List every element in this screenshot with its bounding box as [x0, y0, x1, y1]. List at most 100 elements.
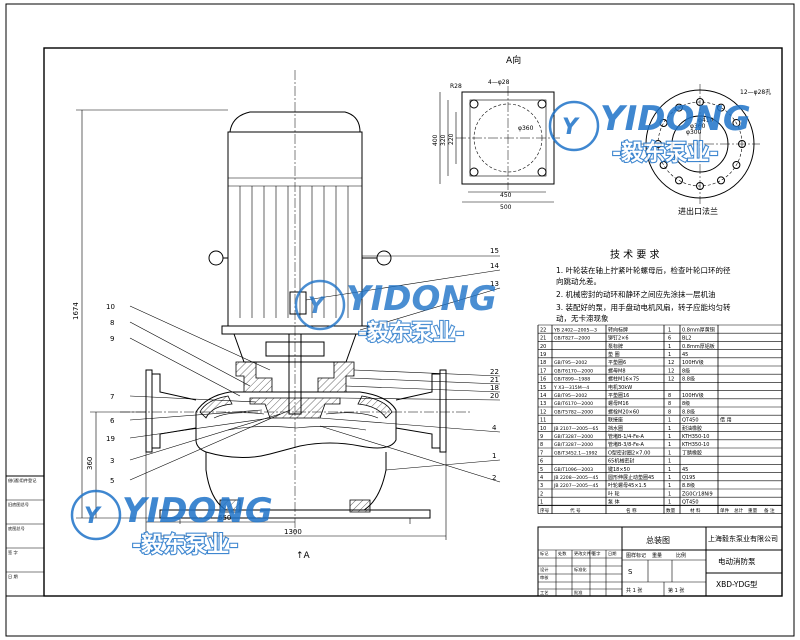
watermark-center: Y YIDONG -毅东泵业- — [294, 279, 497, 347]
tb-stage-s: S — [628, 568, 633, 576]
impeller — [249, 397, 341, 419]
parts-row-16-col-3: 12 — [668, 377, 674, 383]
parts-row-16-col-4: 8.8级 — [682, 376, 695, 383]
tb-company: 上海毅东泵业有限公司 — [708, 534, 778, 543]
tb-assembly: 总装图 — [646, 535, 670, 545]
parts-row-18-col-3: 12 — [668, 360, 674, 366]
a-view-hole-4 — [537, 167, 547, 177]
tech-requirements: 技 术 要 求 1. 叶轮装在轴上拧紧叶轮螺母后，检查叶轮口环的径 向跳动允差。… — [556, 248, 731, 323]
title-block: 标记 处数 更改文件号 签字 日期 设计 标准化 审核 工艺 批准 图样标记 重… — [537, 526, 783, 597]
parts-row-16-col-1: GB/T899—1988 — [554, 377, 590, 383]
tb-sheet-no: 第 1 张 — [668, 587, 684, 594]
tb-sheet-count: 共 1 张 — [626, 587, 642, 594]
parts-row-18-col-0: 18 — [540, 360, 546, 366]
tb-standard: 标准化 — [574, 566, 587, 573]
parts-row-3-col-2: 叶轮螺母45×1.5 — [608, 482, 647, 489]
pump-casing — [195, 391, 397, 459]
outlet-flange — [439, 369, 447, 453]
tech-note-1: 1. 叶轮装在轴上拧紧叶轮螺母后，检查叶轮口环的径 — [556, 265, 731, 275]
parts-row-6-col-0: 6 — [540, 459, 543, 465]
parts-row-10-col-2: 挡水圈 — [608, 425, 623, 432]
parts-header-7: 重量 — [748, 507, 758, 514]
parts-row-9-col-4: KTH350-10 — [682, 434, 709, 440]
callout-1: 1 — [492, 452, 496, 460]
watermark-top-right: Y YIDONG -毅东泵业- — [548, 99, 751, 167]
parts-row-20-col-4: 0.8mm厚铝板 — [682, 343, 715, 350]
lifting-eye-left — [208, 250, 224, 266]
parts-row-1-col-0: 1 — [540, 500, 543, 506]
dim-500: 500 — [500, 204, 512, 211]
dim-1674: 1674 — [72, 302, 80, 320]
parts-header-4: 材 料 — [690, 507, 701, 514]
parts-row-19-col-4: 45 — [682, 352, 688, 358]
parts-row-10-col-4: 耐油橡胶 — [682, 425, 702, 432]
a-view-title: A向 — [506, 54, 521, 66]
parts-row-8-col-2: 管堵B-3/8-Fe-A — [608, 441, 644, 448]
parts-row-14-col-2: 平垫圈16 — [608, 392, 629, 399]
parts-row-14-col-0: 14 — [540, 393, 546, 399]
parts-row-14-col-4: 100HV级 — [682, 392, 704, 399]
parts-row-19-col-0: 19 — [540, 352, 546, 358]
callout-7: 7 — [110, 393, 114, 401]
parts-row-12-col-3: 8 — [668, 409, 671, 415]
parts-row-18-col-1: GB/T95—2002 — [554, 360, 587, 366]
svg-text:Y: Y — [84, 504, 102, 529]
a-view-hole-3 — [469, 167, 479, 177]
tb-mark: 标记 — [540, 550, 549, 557]
parts-row-11-col-0: 11 — [540, 418, 546, 424]
parts-row-22-col-1: YB 2402—2005—3 — [553, 327, 597, 333]
parts-row-5-col-3: 1 — [668, 467, 671, 473]
parts-row-17-col-0: 17 — [540, 368, 546, 374]
parts-header-8: 备 注 — [764, 507, 775, 514]
parts-row-4-col-1: JB 2208—2005—45 — [553, 475, 598, 481]
parts-row-15-col-0: 15 — [540, 385, 546, 391]
parts-row-20-col-2: 泵标牌 — [608, 343, 623, 350]
parts-row-17-col-1: GB/T6170—2000 — [554, 368, 593, 374]
parts-header-6: 总计 — [734, 507, 744, 514]
parts-row-21-col-1: GB/T827—2000 — [554, 336, 590, 342]
parts-row-11-col-2: 联接座 — [608, 417, 623, 424]
parts-row-21-col-0: 21 — [540, 336, 546, 342]
parts-row-7-col-2: O型密封圈2×7.00 — [608, 449, 650, 456]
parts-row-4-col-2: 圆形伸展止动垫圈45 — [608, 474, 654, 481]
parts-row-17-col-3: 12 — [668, 368, 674, 374]
dim-320: 320 — [440, 134, 447, 146]
a-view-hole-1 — [469, 99, 479, 109]
parts-row-18-col-2: 平垫圈6 — [608, 359, 626, 366]
parts-row-11-col-4: QT450 — [682, 418, 699, 424]
parts-row-6-col-3: 1 — [668, 459, 671, 465]
seal-housing-right — [317, 361, 355, 393]
parts-row-1-col-4: QT450 — [682, 500, 699, 506]
parts-row-16-col-2: 螺柱M16×75 — [608, 376, 639, 383]
parts-row-17-col-4: 8级 — [682, 367, 690, 374]
parts-row-7-col-3: 1 — [668, 450, 671, 456]
inlet-nozzle — [151, 373, 197, 449]
parts-row-17-col-2: 螺母M8 — [608, 367, 626, 374]
parts-row-14-col-1: GB/T95—2002 — [554, 393, 587, 399]
parts-header-2: 名 称 — [626, 507, 637, 514]
watermark-brand-cn-2: -毅东泵业- — [358, 320, 464, 346]
parts-row-3-col-0: 3 — [540, 483, 543, 489]
outlet-nozzle — [395, 373, 441, 449]
parts-row-4-col-3: 1 — [668, 475, 671, 481]
callout-9: 9 — [110, 335, 114, 343]
dim-650: 650 — [218, 514, 231, 522]
parts-row-9-col-1: GB/T3287—2000 — [554, 434, 593, 440]
parts-row-20-col-3: 1 — [668, 344, 671, 350]
parts-row-4-col-0: 4 — [540, 475, 543, 481]
motor-fan-cover — [229, 111, 361, 133]
callout-4: 4 — [492, 424, 497, 432]
parts-row-9-col-0: 9 — [540, 434, 543, 440]
parts-row-6-col-2: 65机械密封 — [608, 458, 634, 465]
callout-20: 20 — [490, 392, 499, 400]
tb-scale: 比例 — [676, 552, 686, 559]
parts-row-5-col-4: 45 — [682, 467, 688, 473]
parts-row-21-col-2: 铆钉2×6 — [608, 335, 629, 342]
parts-row-2-col-2: 叶 轮 — [608, 490, 620, 497]
svg-text:Y: Y — [308, 294, 326, 319]
parts-header-0: 序号 — [540, 507, 550, 514]
dim-4-holes: 4—φ28 — [488, 79, 510, 86]
parts-row-2-col-0: 2 — [540, 491, 543, 497]
